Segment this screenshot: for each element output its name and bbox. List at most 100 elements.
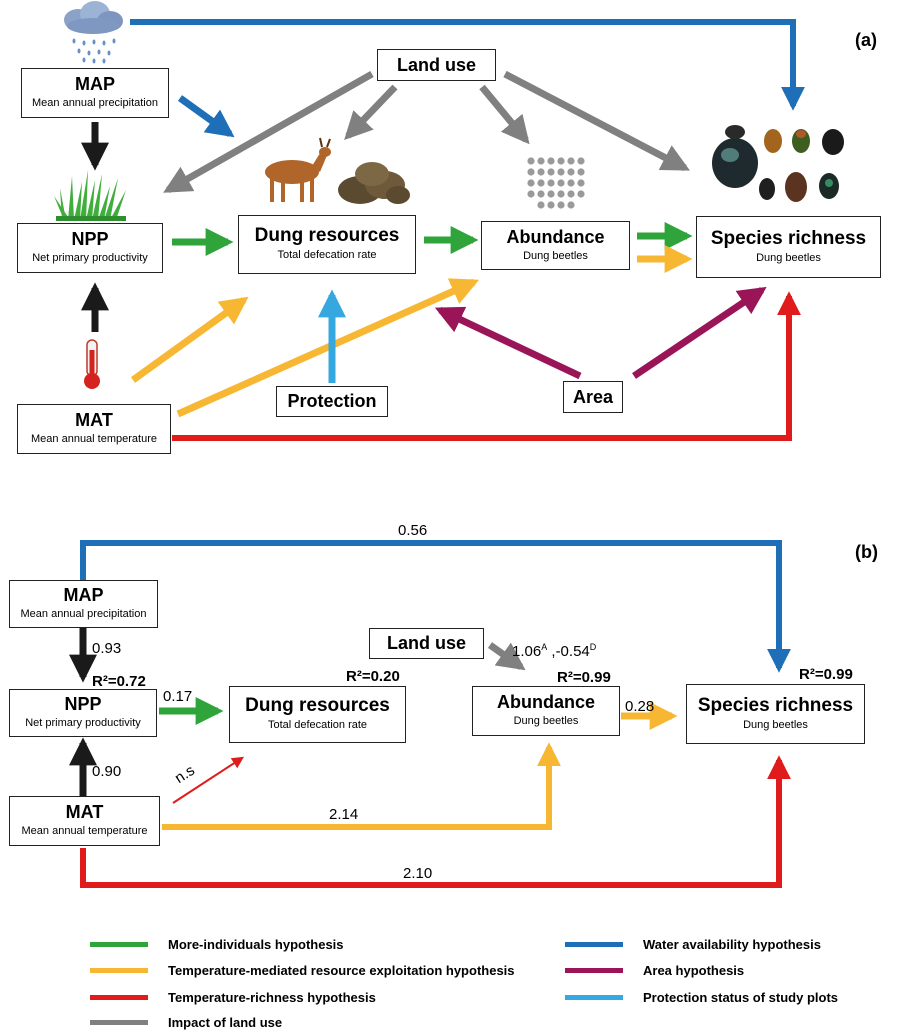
node-b-map: MAP Mean annual precipitation xyxy=(9,580,158,628)
legend-label: Temperature-richness hypothesis xyxy=(168,990,376,1005)
arrow-a-mat-dung xyxy=(130,296,249,383)
dot xyxy=(537,168,545,176)
node-a-dung: Dung resources Total defecation rate xyxy=(238,215,416,274)
dot xyxy=(537,201,545,209)
legend-label: More-individuals hypothesis xyxy=(168,937,344,952)
coef-map-npp: 0.93 xyxy=(92,640,122,657)
node-a-protection: Protection xyxy=(276,386,388,417)
arrow-a-map-richness xyxy=(130,19,805,111)
legend-item-water: Water availability hypothesis xyxy=(565,937,821,952)
dot xyxy=(547,168,555,176)
panel-a-label: (a) xyxy=(855,30,877,50)
arrow-b-map-richness xyxy=(80,540,791,673)
r2-abundance-value: 0.99 xyxy=(581,669,611,686)
node-b-npp: NPP Net primary productivity xyxy=(9,689,157,737)
arrow-b-landuse-abundance xyxy=(487,642,526,671)
dot xyxy=(557,201,565,209)
coef-landuse-abundance-sep: , xyxy=(547,643,556,660)
node-a-abundance-subtitle: Dung beetles xyxy=(523,249,588,262)
coef-map-richness: 0.56 xyxy=(398,522,428,539)
dot xyxy=(567,190,575,198)
r2-dung: R²=0.20 xyxy=(346,668,400,685)
r2-dung-prefix: R²= xyxy=(346,668,371,685)
coef-landuse-abundance-a-sup: A xyxy=(541,642,548,652)
dot xyxy=(537,190,545,198)
legend-label: Temperature-mediated resource exploitati… xyxy=(168,963,515,978)
dot xyxy=(557,157,565,165)
dot xyxy=(577,157,585,165)
coef-landuse-abundance: 1.06A ,-0.54D xyxy=(512,642,596,660)
dot xyxy=(567,179,575,187)
node-b-richness: Species richness Dung beetles xyxy=(686,684,865,744)
legend-item-temperature-richness: Temperature-richness hypothesis xyxy=(90,990,376,1005)
node-a-map-title: MAP xyxy=(75,74,115,95)
dot xyxy=(577,168,585,176)
dot xyxy=(527,190,535,198)
dot xyxy=(557,168,565,176)
node-b-dung: Dung resources Total defecation rate xyxy=(229,686,406,743)
node-b-land-use-title: Land use xyxy=(386,633,466,654)
node-a-abundance-title: Abundance xyxy=(506,226,605,247)
legend-label: Area hypothesis xyxy=(643,963,745,978)
coef-abundance-richness: 0.28 xyxy=(625,698,655,715)
thermometer-icon xyxy=(84,339,100,389)
dot xyxy=(557,179,565,187)
r2-abundance-prefix: R²= xyxy=(557,669,582,686)
legend-item-land-use: Impact of land use xyxy=(90,1015,282,1030)
node-a-mat-title: MAT xyxy=(75,410,113,431)
node-b-abundance-subtitle: Dung beetles xyxy=(513,715,579,728)
node-b-richness-title: Species richness xyxy=(697,694,854,716)
legend-label: Impact of land use xyxy=(168,1015,283,1030)
legend-swatch xyxy=(90,942,148,947)
dot xyxy=(557,190,565,198)
arrow-a-area-richness xyxy=(632,286,767,379)
node-a-land-use: Land use xyxy=(377,49,496,81)
r2-richness-value: 0.99 xyxy=(823,666,853,683)
legend-swatch xyxy=(565,995,623,1000)
node-a-npp-subtitle: Net primary productivity xyxy=(32,252,148,265)
dot xyxy=(527,179,535,187)
node-a-area: Area xyxy=(563,381,623,413)
node-a-map: MAP Mean annual precipitation xyxy=(21,68,169,118)
legend-swatch xyxy=(565,942,623,947)
coef-mat-richness: 2.10 xyxy=(403,865,433,882)
dot xyxy=(527,157,535,165)
arrow-a-mat-richness xyxy=(172,291,801,441)
arrow-b-mat-abundance xyxy=(162,742,561,830)
node-b-npp-title: NPP xyxy=(64,694,102,715)
node-b-npp-subtitle: Net primary productivity xyxy=(25,717,141,730)
panel-b-arrows xyxy=(69,540,791,888)
coef-landuse-abundance-d: -0.54 xyxy=(555,643,590,660)
node-a-npp: NPP Net primary productivity xyxy=(17,223,163,273)
dot xyxy=(527,168,535,176)
node-b-map-title: MAP xyxy=(63,585,104,606)
arrow-a-landuse-npp xyxy=(163,70,374,194)
arrow-b-mat-richness xyxy=(80,755,791,888)
dung-pile-icon xyxy=(338,162,410,204)
node-a-dung-title: Dung resources xyxy=(254,225,400,247)
arrow-a-map-dung xyxy=(177,95,235,138)
r2-richness-prefix: R²= xyxy=(799,666,824,683)
legend-item-protection: Protection status of study plots xyxy=(565,990,838,1005)
dot xyxy=(567,157,575,165)
arrow-a-landuse-dung xyxy=(344,84,398,141)
dot xyxy=(577,190,585,198)
dot-grid-icon xyxy=(527,157,585,209)
node-a-area-title: Area xyxy=(572,386,614,407)
coef-npp-dung: 0.17 xyxy=(163,688,193,705)
node-a-mat: MAT Mean annual temperature xyxy=(17,404,171,454)
node-b-dung-title: Dung resources xyxy=(245,695,390,717)
node-a-map-subtitle: Mean annual precipitation xyxy=(32,97,158,110)
node-a-abundance: Abundance Dung beetles xyxy=(481,221,630,270)
node-b-abundance: Abundance Dung beetles xyxy=(472,686,620,736)
legend-item-temperature-resource: Temperature-mediated resource exploitati… xyxy=(90,963,515,978)
coef-landuse-abundance-d-sup: D xyxy=(589,642,597,652)
coef-mat-npp: 0.90 xyxy=(92,763,122,780)
coef-mat-abundance: 2.14 xyxy=(329,806,359,823)
panel-b-label: (b) xyxy=(855,542,878,562)
r2-dung-value: 0.20 xyxy=(370,668,400,685)
legend-swatch xyxy=(90,1020,148,1025)
dot xyxy=(547,157,555,165)
deer-icon xyxy=(265,137,331,202)
